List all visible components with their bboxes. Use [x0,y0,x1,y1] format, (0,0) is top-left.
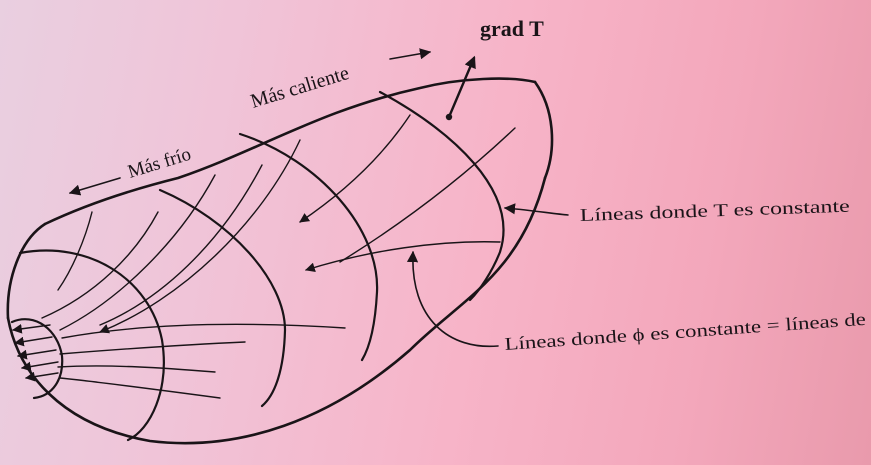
flux-line-6 [299,114,411,223]
flux-label-leader [406,250,499,348]
tube-upper-outline [43,77,537,226]
flux-line-9 [61,323,346,339]
isotherm-line-right [378,90,505,302]
isotherm-label-leader [503,203,569,216]
flux-line-10 [59,341,246,355]
grad-t-label: grad T [480,16,544,41]
tube-left-end-cap [6,222,47,320]
flux-line-5 [99,139,301,334]
tube-lower-outline [6,176,547,445]
isotherm-line-left [18,249,165,442]
flux-line-7 [339,127,516,263]
isotherm-line-innermost [10,318,64,400]
tube-right-end-cap [533,80,554,180]
cold-end-arrow-2 [14,336,53,347]
grad-t-arrow [447,55,476,119]
flux-line-12 [59,377,221,399]
isotherm-line-middle-left [158,188,287,408]
cold-end-arrow-3 [17,349,57,360]
flux-line-4 [99,164,263,326]
hotter-direction-arrow [389,48,432,60]
flux-line-3 [59,174,216,331]
isotherm-line-middle-right [238,132,379,362]
hotter-label: Más caliente [248,62,352,113]
cold-end-arrow-1 [12,323,51,334]
flux-lines-label: Líneas donde ϕ es constante = líneas de [504,309,867,354]
colder-direction-arrow [68,177,121,196]
flux-line-1 [57,211,93,291]
cold-end-arrow-4 [21,361,59,372]
flux-line-2 [41,211,159,319]
isotherm-lines-label: Líneas donde T es constante [579,196,850,225]
flux-line-11 [57,365,216,373]
cold-end-arrow-5 [25,371,59,382]
flux-line-8 [305,241,501,273]
